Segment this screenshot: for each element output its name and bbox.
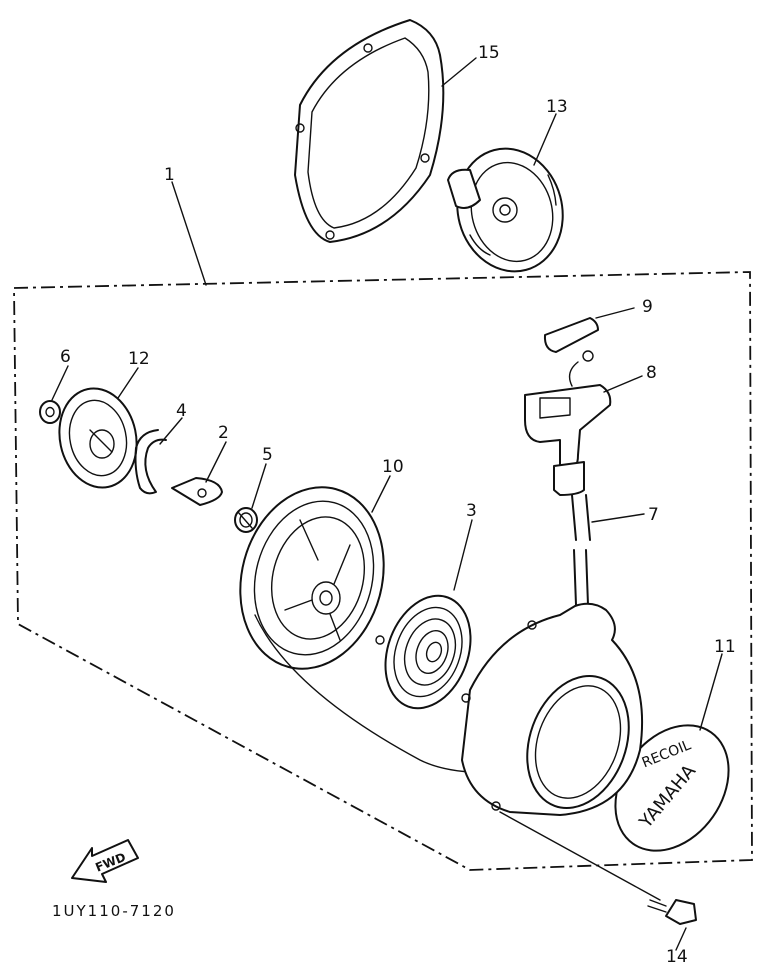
- part-label: 1: [164, 165, 175, 185]
- starter-handle-part: [524, 350, 612, 496]
- pulley-part: [447, 147, 564, 273]
- starter-rope-part: [571, 494, 591, 606]
- spiral-spring-part: [375, 594, 472, 710]
- fwd-arrow: FWD: [71, 839, 139, 883]
- part-label: 14: [666, 947, 688, 967]
- part-label: 13: [546, 97, 568, 117]
- assembly-boundary: [13, 271, 753, 871]
- nut-part: [39, 400, 61, 424]
- handle-cap-part: [543, 317, 599, 353]
- part-label: 15: [478, 43, 500, 63]
- part-labels: 1 2 3 4 5 6 7 8 9 10 11 12 13 14 15: [60, 43, 736, 967]
- part-label: 12: [128, 349, 150, 369]
- gasket-part: [294, 19, 445, 243]
- diagram-code: 1UY110-7120: [52, 902, 176, 920]
- part-label: 8: [646, 363, 657, 383]
- part-label: 11: [714, 637, 736, 657]
- drive-plate-part: [58, 387, 138, 489]
- part-label: 2: [218, 423, 229, 443]
- part-label: 6: [60, 347, 71, 367]
- part-label: 3: [466, 501, 477, 521]
- spring-clip-part: [134, 429, 167, 495]
- part-label: 4: [176, 401, 187, 421]
- part-label: 10: [382, 457, 404, 477]
- part-label: 5: [262, 445, 273, 465]
- small-spring-part: [234, 507, 258, 533]
- starter-case-part: [461, 602, 643, 816]
- bolt-part: [499, 811, 697, 925]
- part-label: 7: [648, 505, 659, 525]
- sheave-drum-part: [239, 486, 471, 773]
- ratchet-part: [171, 477, 223, 506]
- leader-lines: [51, 57, 723, 951]
- part-label: 9: [642, 297, 653, 317]
